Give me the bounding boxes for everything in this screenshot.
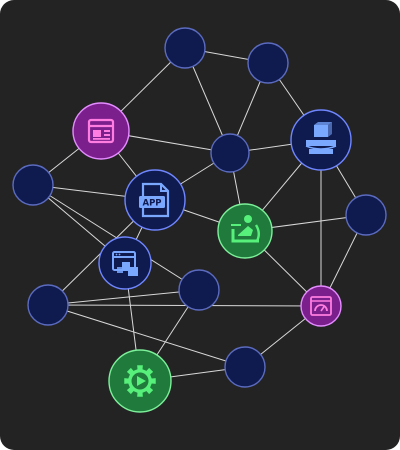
edge-n6-n11 <box>32 184 200 291</box>
edge-n12-n15 <box>47 304 246 368</box>
node-n7: APP <box>124 169 186 231</box>
node-n12 <box>27 284 69 326</box>
node-n4 <box>290 109 352 171</box>
node-n14 <box>108 349 172 413</box>
node-circle <box>300 285 342 327</box>
node-n9 <box>345 194 387 236</box>
node-circle <box>224 346 266 388</box>
browser-layout-icon <box>87 118 115 144</box>
node-n2 <box>247 42 289 84</box>
window-blocks-icon <box>112 251 138 276</box>
node-circle <box>210 133 250 173</box>
server-stack-icon <box>305 122 337 154</box>
node-circle <box>247 42 289 84</box>
app-label: APP <box>142 199 161 209</box>
node-circle <box>345 194 387 236</box>
node-n11 <box>178 269 220 311</box>
edge-n12-n13 <box>47 304 322 307</box>
node-n13 <box>300 285 342 327</box>
gear-play-icon <box>124 365 156 397</box>
node-circle <box>178 269 220 311</box>
dashboard-window-icon <box>310 296 332 316</box>
node-circle <box>27 284 69 326</box>
node-n5 <box>210 133 250 173</box>
node-layer: APP <box>12 27 387 413</box>
app-file-icon: APP <box>139 182 170 218</box>
node-circle <box>12 164 54 206</box>
relax-user-icon <box>231 215 260 243</box>
node-n10 <box>98 236 152 290</box>
node-n3 <box>72 102 130 160</box>
node-n15 <box>224 346 266 388</box>
edge-n11-n12 <box>47 289 200 306</box>
node-n6 <box>12 164 54 206</box>
node-n1 <box>164 27 206 69</box>
node-n8 <box>217 203 273 259</box>
node-circle <box>164 27 206 69</box>
